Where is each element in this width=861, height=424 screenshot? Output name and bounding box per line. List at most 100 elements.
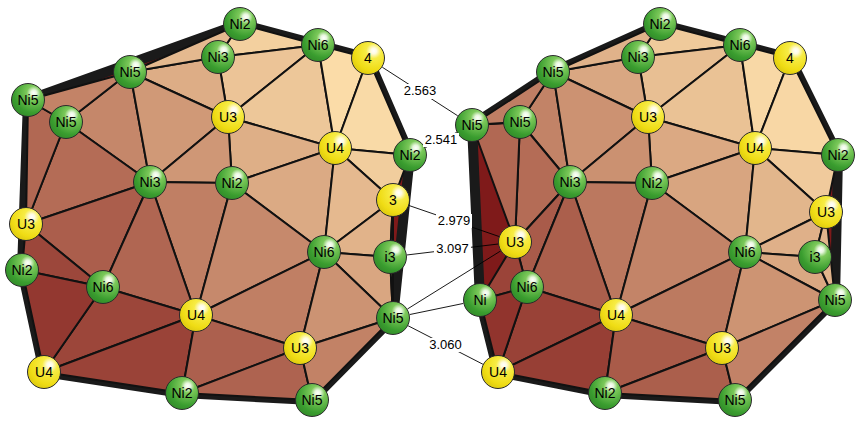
atom-label: Ni3: [627, 50, 648, 64]
nickel-atom: Ni: [463, 283, 497, 317]
atom-label: 3: [389, 193, 397, 207]
uranium-atom: U3: [283, 331, 317, 365]
distance-line: [407, 251, 500, 309]
nickel-atom: Ni5: [455, 108, 489, 142]
atom-label: i3: [385, 250, 396, 264]
atom-label: Ni6: [734, 245, 755, 259]
nickel-atom: Ni3: [133, 165, 167, 199]
atom-label: U3: [639, 110, 657, 124]
nickel-atom: Ni2: [821, 138, 855, 172]
nickel-atom: i3: [798, 240, 832, 274]
nickel-atom: Ni5: [718, 383, 752, 417]
distance-line: [409, 206, 499, 237]
nickel-atom: Ni5: [49, 105, 83, 139]
uranium-atom: U3: [9, 207, 43, 241]
atom-label: Ni5: [301, 393, 322, 407]
atom-label: U3: [17, 217, 35, 231]
atom-label: Ni2: [594, 386, 615, 400]
nickel-atom: Ni3: [621, 40, 655, 74]
atom-label: Ni2: [221, 176, 242, 190]
atom-label: Ni5: [119, 65, 140, 79]
atom-label: U4: [489, 365, 507, 379]
atom-label: U3: [713, 341, 731, 355]
uranium-atom: U3: [211, 100, 245, 134]
uranium-atom: U3: [631, 100, 665, 134]
uranium-atom: 4: [351, 41, 385, 75]
line-segment: [382, 67, 457, 116]
atom-label: Ni2: [229, 17, 250, 31]
uranium-atom: U4: [27, 355, 61, 389]
nickel-atom: Ni5: [536, 55, 570, 89]
polyhedron-outline: [22, 24, 410, 400]
nickel-atom: Ni2: [165, 376, 199, 410]
nickel-atom: Ni6: [510, 270, 544, 304]
uranium-atom: U4: [738, 131, 772, 165]
atom-label: Ni6: [307, 38, 328, 52]
atom-label: i3: [810, 250, 821, 264]
distance-line: [408, 326, 483, 364]
nickel-atom: Ni5: [295, 383, 329, 417]
atom-label: Ni5: [55, 115, 76, 129]
atom-label: Ni5: [724, 393, 745, 407]
atom-label: Ni6: [729, 38, 750, 52]
atom-label: U4: [326, 141, 344, 155]
nickel-atom: Ni2: [643, 7, 677, 41]
atom-label: Ni2: [649, 17, 670, 31]
atom-label: U3: [291, 341, 309, 355]
atom-label: Ni3: [559, 175, 580, 189]
uranium-atom: U3: [498, 225, 532, 259]
nickel-atom: Ni2: [223, 7, 257, 41]
nickel-atom: Ni2: [215, 166, 249, 200]
atom-label: Ni2: [641, 176, 662, 190]
nickel-atom: Ni2: [5, 253, 39, 287]
line-segment: [408, 326, 483, 364]
nickel-atom: Ni5: [503, 105, 537, 139]
distance-label: 2.541: [423, 133, 460, 147]
nickel-atom: Ni6: [728, 235, 762, 269]
atom-label: Ni2: [171, 386, 192, 400]
atom-label: U4: [607, 308, 625, 322]
atom-label: U4: [35, 365, 53, 379]
atom-label: Ni5: [542, 65, 563, 79]
atom-label: Ni5: [382, 311, 403, 325]
atom-label: Ni5: [17, 93, 38, 107]
distance-label: 2.979: [436, 214, 473, 228]
distance-line: [410, 303, 464, 314]
atom-label: Ni2: [827, 148, 848, 162]
distance-label: 3.060: [427, 338, 464, 352]
atom-label: Ni3: [139, 175, 160, 189]
atom-label: U4: [187, 308, 205, 322]
distance-line: [382, 67, 457, 116]
nickel-atom: Ni6: [723, 28, 757, 62]
uranium-atom: U4: [318, 131, 352, 165]
atom-label: Ni2: [399, 148, 420, 162]
nickel-atom: Ni6: [301, 28, 335, 62]
nickel-atom: Ni5: [376, 301, 410, 335]
nickel-atom: Ni6: [307, 235, 341, 269]
nickel-atom: Ni6: [86, 270, 120, 304]
atom-label: 4: [364, 51, 372, 65]
line-segment: [409, 206, 499, 237]
atom-label: Ni: [473, 293, 486, 307]
uranium-atom: U3: [705, 331, 739, 365]
atom-label: U3: [817, 205, 835, 219]
atom-label: U4: [746, 141, 764, 155]
nickel-atom: Ni3: [201, 40, 235, 74]
atom-label: Ni5: [461, 118, 482, 132]
distance-label: 3.097: [434, 242, 471, 256]
nickel-atom: i3: [373, 240, 407, 274]
atom-label: Ni6: [516, 280, 537, 294]
nickel-atom: Ni5: [818, 283, 852, 317]
nickel-atom: Ni2: [635, 166, 669, 200]
atom-label: Ni6: [313, 245, 334, 259]
uranium-atom: U4: [179, 298, 213, 332]
uranium-atom: 4: [773, 41, 807, 75]
nickel-atom: Ni5: [11, 83, 45, 117]
line-segment: [410, 303, 464, 314]
atom-label: Ni6: [92, 280, 113, 294]
nickel-atom: Ni2: [588, 376, 622, 410]
uranium-atom: U4: [481, 355, 515, 389]
atom-label: 4: [786, 51, 794, 65]
uranium-atom: U3: [809, 195, 843, 229]
